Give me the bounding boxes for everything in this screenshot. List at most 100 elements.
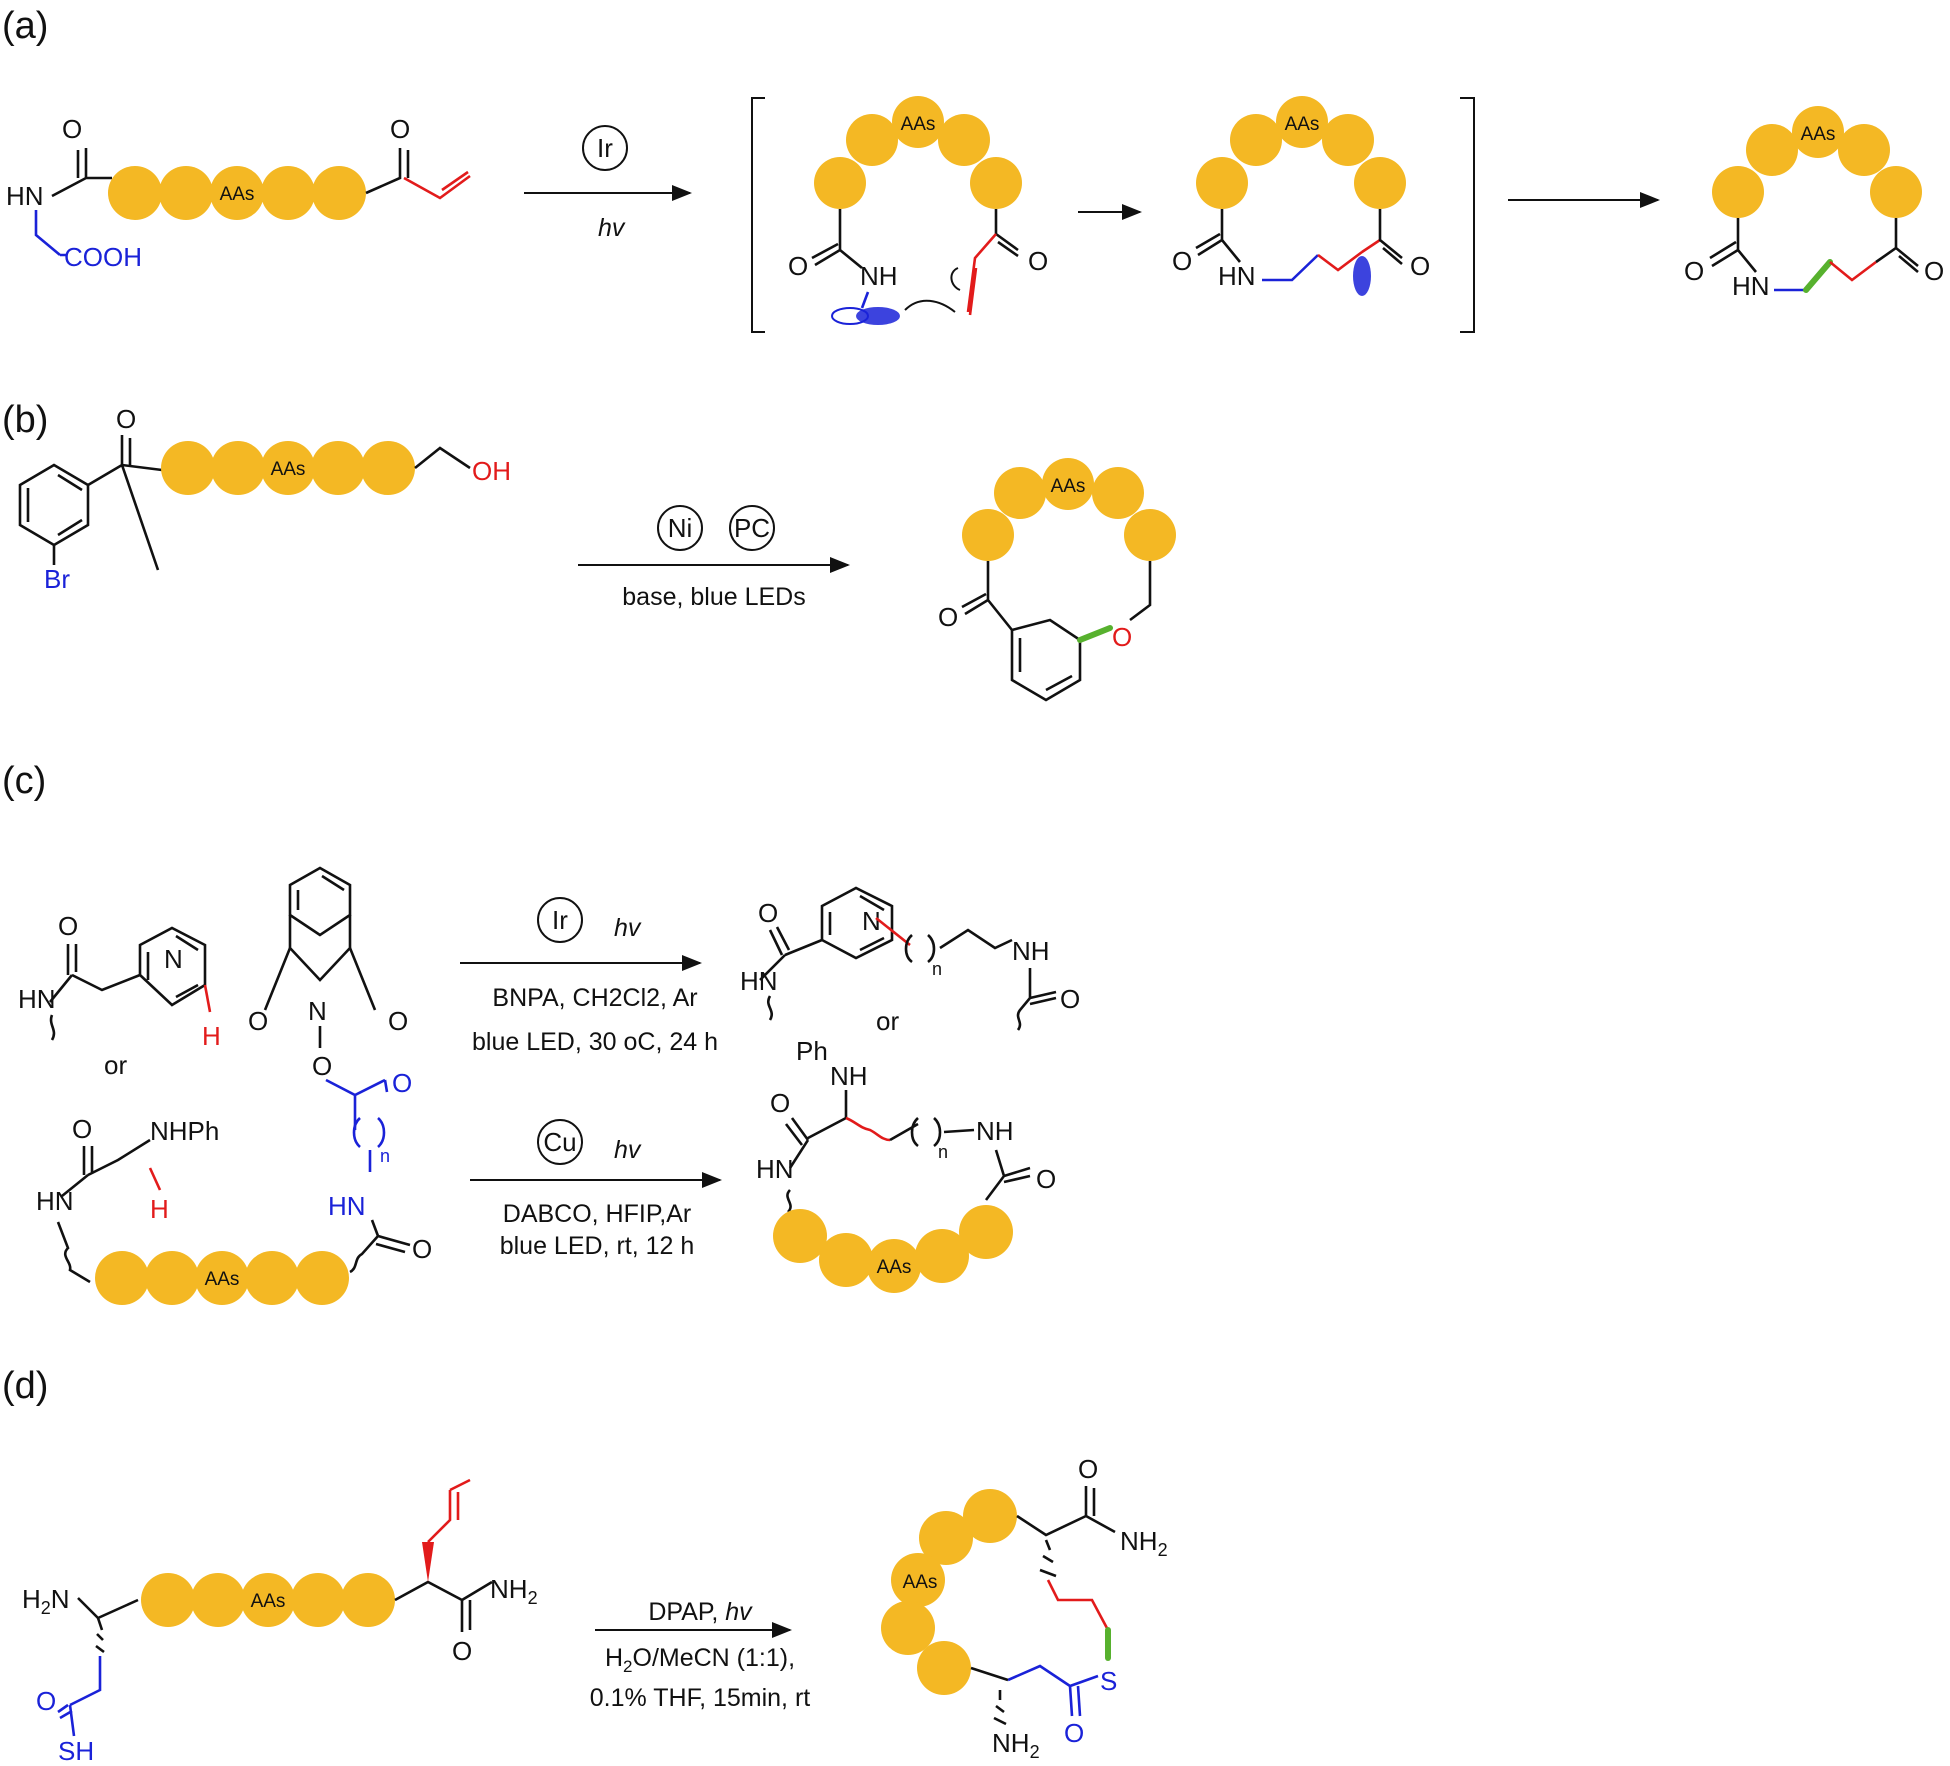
nh-label: NH	[860, 261, 898, 291]
panel-c-product-macrocycle: Ph NH O HN n NH O AAs	[756, 1036, 1056, 1293]
condition-text: base, blue LEDs	[622, 583, 805, 611]
panel-a-starting-material: HN O COOH AAs O	[6, 114, 471, 272]
thiol-label: SH	[58, 1736, 94, 1766]
phenyl-label: Ph	[796, 1036, 828, 1066]
aas-label: AAs	[901, 114, 936, 135]
aas-label: AAs	[1051, 476, 1086, 497]
condition-text: blue LED, 30 oC, 24 h	[472, 1028, 718, 1056]
n-subscript: n	[932, 959, 942, 979]
bracket-left	[751, 97, 765, 333]
panel-b: (b) O Br AAs OH Ni PC base	[2, 399, 1176, 702]
condition-text: DPAP, hv	[648, 1598, 753, 1626]
condition-text: blue LED, rt, 12 h	[500, 1232, 695, 1260]
light-label: hv	[614, 914, 642, 942]
catalyst-label: Ir	[597, 133, 613, 163]
catalyst-label: PC	[734, 513, 770, 543]
condition-text: BNPA, CH2Cl2, Ar	[492, 984, 697, 1012]
cooh-label: COOH	[64, 242, 142, 272]
oxygen-label: O	[1410, 251, 1430, 281]
nitrogen-label: N	[308, 996, 327, 1026]
oxygen-label: O	[412, 1234, 432, 1264]
bead	[210, 166, 264, 220]
panel-c-label: (c)	[2, 760, 46, 802]
peptide-chain: AAs	[141, 1573, 395, 1627]
h2n-label: H2N	[22, 1584, 70, 1618]
oxygen-label: O	[1078, 1454, 1098, 1484]
aas-label: AAs	[205, 1269, 240, 1290]
panel-a: (a) HN O COOH AAs O Ir hv	[2, 5, 1944, 333]
panel-d-product: AAs O NH2 S O NH2	[881, 1454, 1168, 1762]
aas-label: AAs	[903, 1572, 938, 1593]
oxygen-label: O	[452, 1636, 472, 1666]
hydroxyl-label: OH	[472, 456, 511, 486]
hn-label: HN	[6, 181, 44, 211]
hn-label: HN	[18, 984, 56, 1014]
peptide-chain: AAs	[161, 441, 415, 495]
oxygen-label: O	[388, 1006, 408, 1036]
n-subscript: n	[380, 1146, 390, 1166]
panel-d: (d) H2N O SH AAs O NH2 DPAP, hv	[2, 1365, 1168, 1766]
catalyst-label: Ir	[552, 905, 568, 935]
panel-d-label: (d)	[2, 1365, 48, 1407]
oxygen-label: O	[788, 251, 808, 281]
intermediate-cyclized-radical: AAs O HN O	[1172, 96, 1430, 296]
oxygen-label: O	[1036, 1164, 1056, 1194]
hydrogen-label: H	[150, 1194, 169, 1224]
nh-label: NH	[976, 1116, 1014, 1146]
reaction-arrow: Ni PC base, blue LEDs	[578, 505, 850, 611]
route-ir-arrow: Ir hv BNPA, CH2Cl2, Ar blue LED, 30 oC, …	[460, 897, 718, 1056]
oxygen-label: O	[116, 404, 136, 434]
nh2-label: NH2	[992, 1728, 1040, 1762]
peptide-chain: AAs	[108, 166, 366, 220]
panel-c: (c) O HN N H or O O N O O n	[2, 760, 1080, 1305]
aas-label: AAs	[251, 1591, 286, 1612]
oxygen-label: O	[1684, 256, 1704, 286]
nitrogen-label: N	[862, 906, 881, 936]
bracket-right	[1460, 97, 1475, 333]
panel-b-label: (b)	[2, 399, 48, 441]
condition-text: hv	[598, 214, 626, 242]
oxygen-label: O	[36, 1686, 56, 1716]
nhph-label: NHPh	[150, 1116, 219, 1146]
oxygen-label: O	[1060, 984, 1080, 1014]
catalyst-label: Ni	[668, 513, 693, 543]
hn-label: HN	[328, 1191, 366, 1221]
panel-a-product: AAs O HN O	[1684, 106, 1944, 301]
catalyst-label: Cu	[543, 1127, 576, 1157]
hn-label: HN	[740, 966, 778, 996]
phthalimide-ester: O O N O O n HN	[248, 866, 412, 1221]
panel-b-product: AAs O O	[938, 458, 1176, 702]
glycine-substrate: O NHPh H HN AAs O	[36, 1114, 432, 1305]
aas-label: AAs	[1801, 124, 1836, 145]
ether-oxygen-label: O	[1112, 622, 1132, 652]
oxygen-label: O	[1028, 246, 1048, 276]
panel-a-label: (a)	[2, 5, 48, 47]
oxygen-label: O	[58, 911, 78, 941]
aas-label: AAs	[1285, 114, 1320, 135]
hn-label: HN	[756, 1154, 794, 1184]
nh-label: NH	[830, 1061, 868, 1091]
intermediate-radical: AAs O NH O	[788, 96, 1048, 325]
or-label: or	[876, 1006, 899, 1036]
oxygen-label: O	[312, 1051, 332, 1081]
bead	[159, 166, 213, 220]
catalytic-cycle-icon	[582, 125, 628, 171]
oxygen-label: O	[770, 1088, 790, 1118]
sulfur-label: S	[1100, 1666, 1117, 1696]
n-subscript: n	[938, 1142, 948, 1162]
condition-text: H2O/MeCN (1:1),	[605, 1644, 795, 1676]
reaction-arrow: DPAP, hv H2O/MeCN (1:1), 0.1% THF, 15min…	[590, 1598, 811, 1712]
oxygen-label: O	[72, 1114, 92, 1144]
peptide-chain: AAs	[95, 1251, 349, 1305]
panel-b-starting-material: O Br AAs OH	[18, 404, 511, 594]
bead	[108, 166, 162, 220]
nh2-label: NH2	[1120, 1526, 1168, 1560]
hn-label: HN	[36, 1186, 74, 1216]
bromine-label: Br	[44, 564, 70, 594]
condition-text: 0.1% THF, 15min, rt	[590, 1684, 811, 1712]
aas-label: AAs	[271, 459, 306, 480]
oxygen-label: O	[1172, 246, 1192, 276]
panel-d-starting-material: H2N O SH AAs O NH2	[22, 1478, 538, 1766]
oxygen-label: O	[758, 898, 778, 928]
